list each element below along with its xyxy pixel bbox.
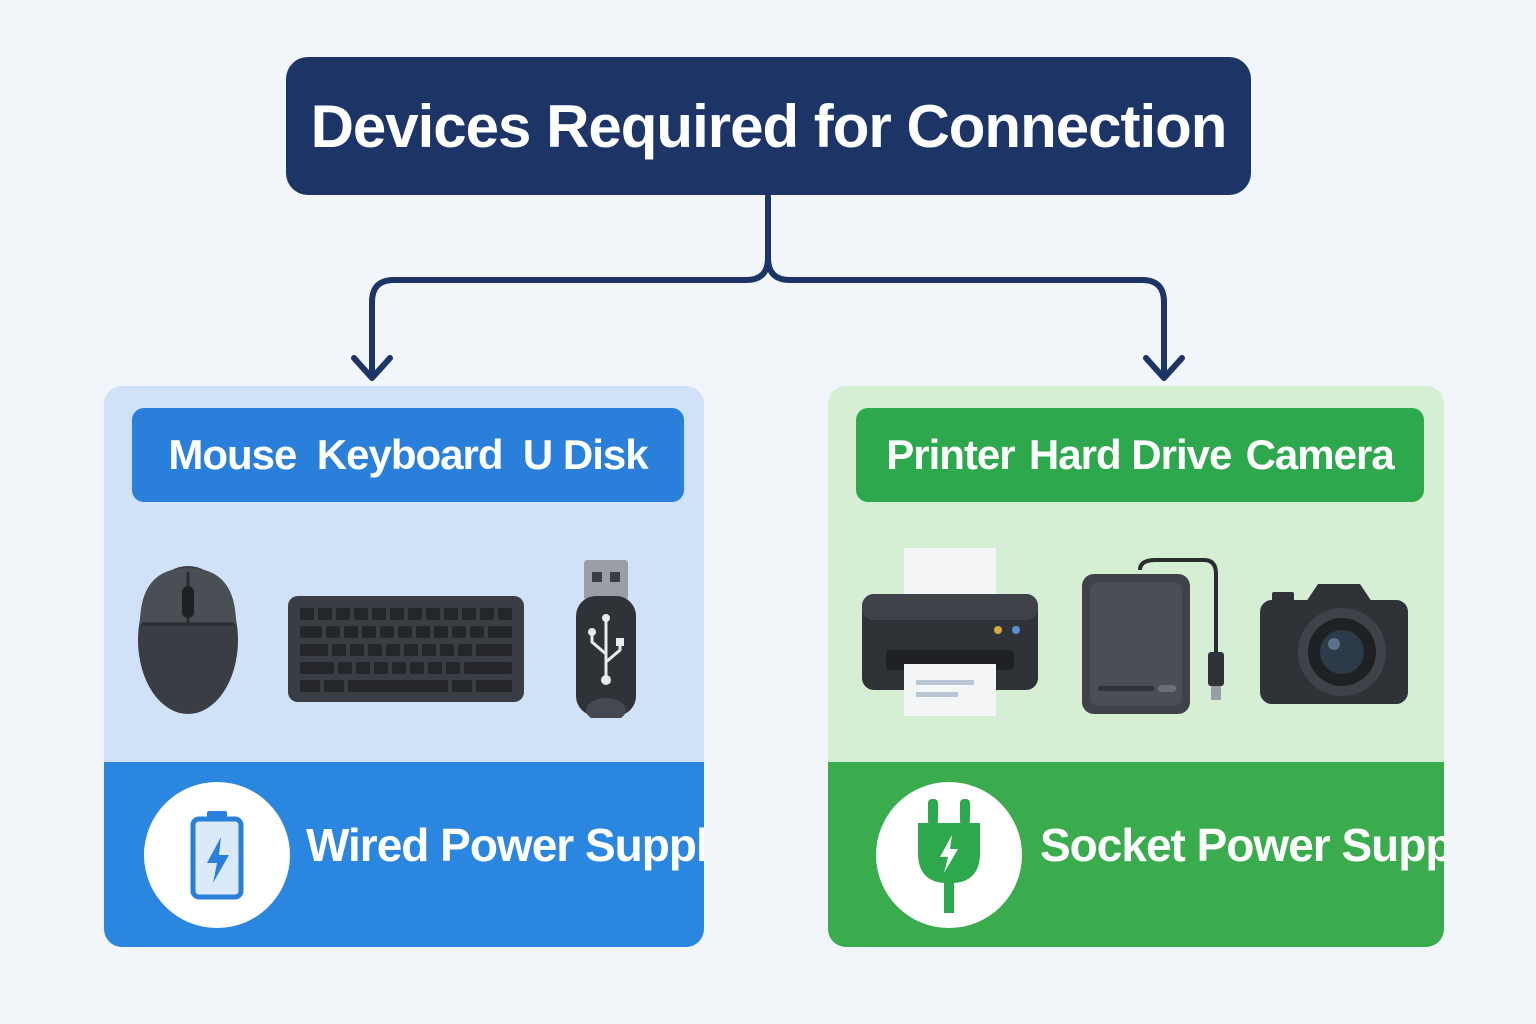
label-camera: Camera [1245, 431, 1395, 478]
diagram-title-box: Devices Required for Connection [286, 57, 1251, 195]
connector-stem [369, 193, 771, 379]
keyboard-icon [288, 596, 524, 702]
usb-drive-icon [576, 560, 636, 718]
socket-devices-area: Printer Hard Drive Camera [828, 386, 1444, 762]
printer-icon [862, 548, 1038, 716]
socket-devices-panel: Printer Hard Drive Camera [828, 386, 1444, 947]
mouse-icon [138, 566, 238, 714]
arrowhead-right [1143, 355, 1185, 381]
diagram-title: Devices Required for Connection [310, 92, 1228, 160]
arrowhead-left [351, 355, 393, 381]
socket-power-area: Socket Power Supply [828, 762, 1444, 947]
wired-devices-label-bar: Mouse Keyboard U Disk [132, 408, 684, 502]
wired-power-area: Wired Power Supply [104, 762, 704, 947]
battery-icon-badge [144, 782, 290, 928]
battery-icon [190, 811, 244, 900]
label-printer: Printer [886, 431, 1015, 478]
hard-drive-icon [1082, 558, 1224, 714]
label-keyboard: Keyboard [316, 431, 504, 478]
wired-power-label: Wired Power Supply [306, 819, 704, 871]
label-u-disk: U Disk [522, 431, 649, 478]
camera-icon [1260, 584, 1408, 704]
socket-devices-label-bar: Printer Hard Drive Camera [856, 408, 1424, 502]
wired-devices-area: Mouse Keyboard U Disk [104, 386, 704, 762]
socket-power-label: Socket Power Supply [1040, 819, 1444, 871]
label-mouse: Mouse [168, 431, 297, 478]
wired-devices-panel: Mouse Keyboard U Disk [104, 386, 704, 947]
label-hard-drive: Hard Drive [1028, 431, 1232, 478]
plug-icon-badge [876, 782, 1022, 928]
plug-icon [918, 799, 980, 913]
connector-right-branch [765, 255, 1167, 379]
branch-connector [351, 193, 1185, 381]
